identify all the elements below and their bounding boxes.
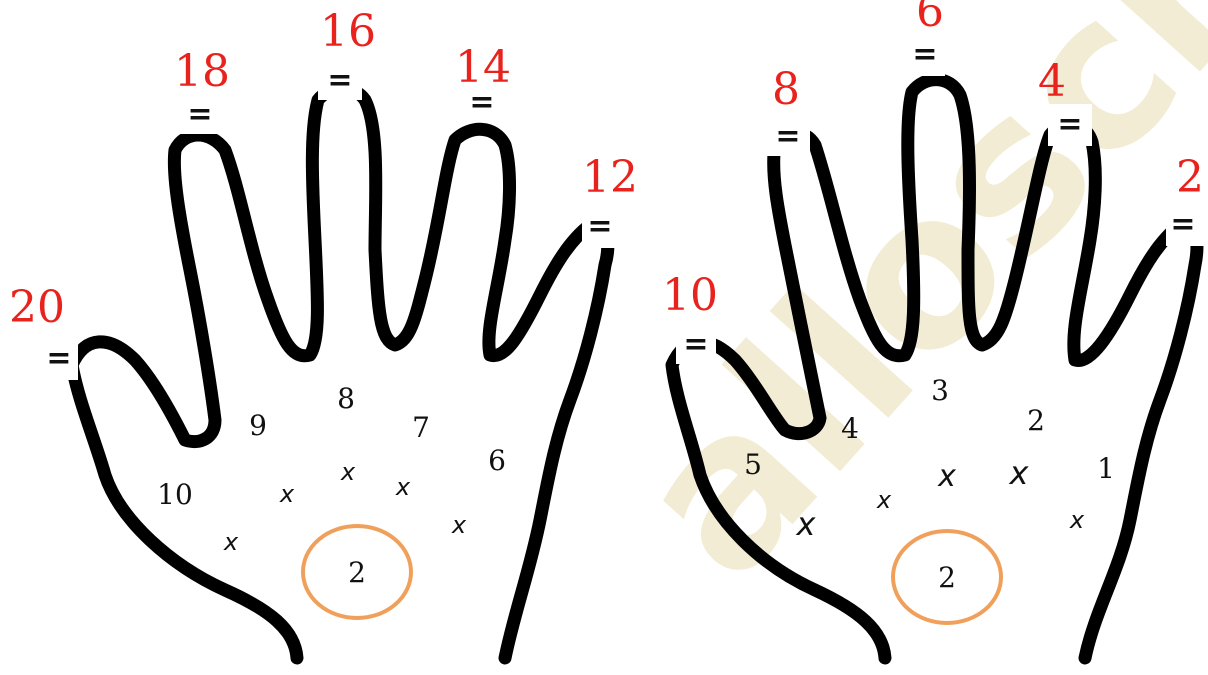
right-equals-5: =: [1170, 207, 1195, 242]
right-palm-number-2: 2: [1027, 404, 1045, 437]
right-multiplier: 2: [938, 561, 956, 594]
right-multiplier-circle: [891, 529, 1003, 625]
left-result-4: 14: [455, 42, 511, 93]
left-equals-4: =: [469, 85, 494, 120]
left-equals-box-1: [40, 340, 78, 380]
left-equals-1: =: [46, 341, 71, 376]
right-palm-number-3: 3: [931, 374, 949, 407]
right-palm-number-4: 4: [841, 412, 859, 445]
left-cross-4: x: [395, 473, 411, 501]
left-cross-1: x: [223, 528, 239, 556]
left-result-2: 18: [174, 46, 230, 97]
right-equals-2: =: [775, 119, 800, 154]
left-equals-2: =: [187, 97, 212, 132]
left-hand: 2 10 9 8 7 6 x x x x x = 20 = 18 = 16 = …: [9, 6, 638, 665]
left-equals-box-4: [462, 88, 502, 120]
right-equals-box-3: [905, 34, 945, 76]
left-equals-5: =: [587, 209, 612, 244]
right-cross-2: x: [876, 486, 892, 514]
left-multiplier: 2: [348, 556, 366, 589]
left-cross-5: x: [451, 511, 467, 539]
right-cross-1: x: [796, 505, 817, 543]
left-equals-box-5: [582, 208, 618, 248]
right-equals-1: =: [683, 327, 708, 362]
left-cross-3: x: [340, 458, 356, 486]
right-result-5: 2: [1176, 152, 1204, 203]
right-equals-box-2: [766, 118, 810, 156]
left-equals-3: =: [327, 63, 352, 98]
right-result-1: 10: [662, 270, 718, 321]
left-multiplier-circle: [301, 524, 413, 620]
right-hand-outline: [665, 73, 1204, 665]
left-cross-2: x: [279, 480, 295, 508]
left-palm-number-10: 10: [157, 478, 193, 511]
right-equals-4: =: [1057, 107, 1082, 142]
left-palm-number-9: 9: [249, 409, 267, 442]
left-result-3: 16: [320, 6, 376, 57]
left-palm-number-7: 7: [412, 411, 430, 444]
left-result-1: 20: [9, 282, 65, 333]
right-hand: 2 5 4 3 2 1 x x x x x = 10 = 8 = 6 = 4 =…: [662, 0, 1204, 665]
right-cross-3: x: [937, 459, 956, 494]
right-equals-box-5: [1166, 206, 1204, 246]
left-equals-box-3: [318, 60, 362, 100]
right-cross-4: x: [1009, 454, 1030, 492]
left-result-5: 12: [582, 152, 638, 203]
right-palm-number-1: 1: [1097, 452, 1115, 485]
right-palm-number-5: 5: [744, 448, 762, 481]
right-cross-5: x: [1069, 506, 1085, 534]
right-result-4: 4: [1038, 56, 1066, 107]
right-result-3: 6: [916, 0, 944, 37]
left-palm-number-6: 6: [488, 444, 506, 477]
left-equals-box-2: [180, 98, 220, 134]
right-equals-3: =: [912, 37, 937, 72]
right-equals-box-1: [676, 326, 716, 364]
left-hand-outline: [65, 82, 615, 665]
right-result-2: 8: [772, 64, 800, 115]
right-equals-box-4: [1048, 104, 1092, 146]
left-palm-number-8: 8: [337, 382, 355, 415]
